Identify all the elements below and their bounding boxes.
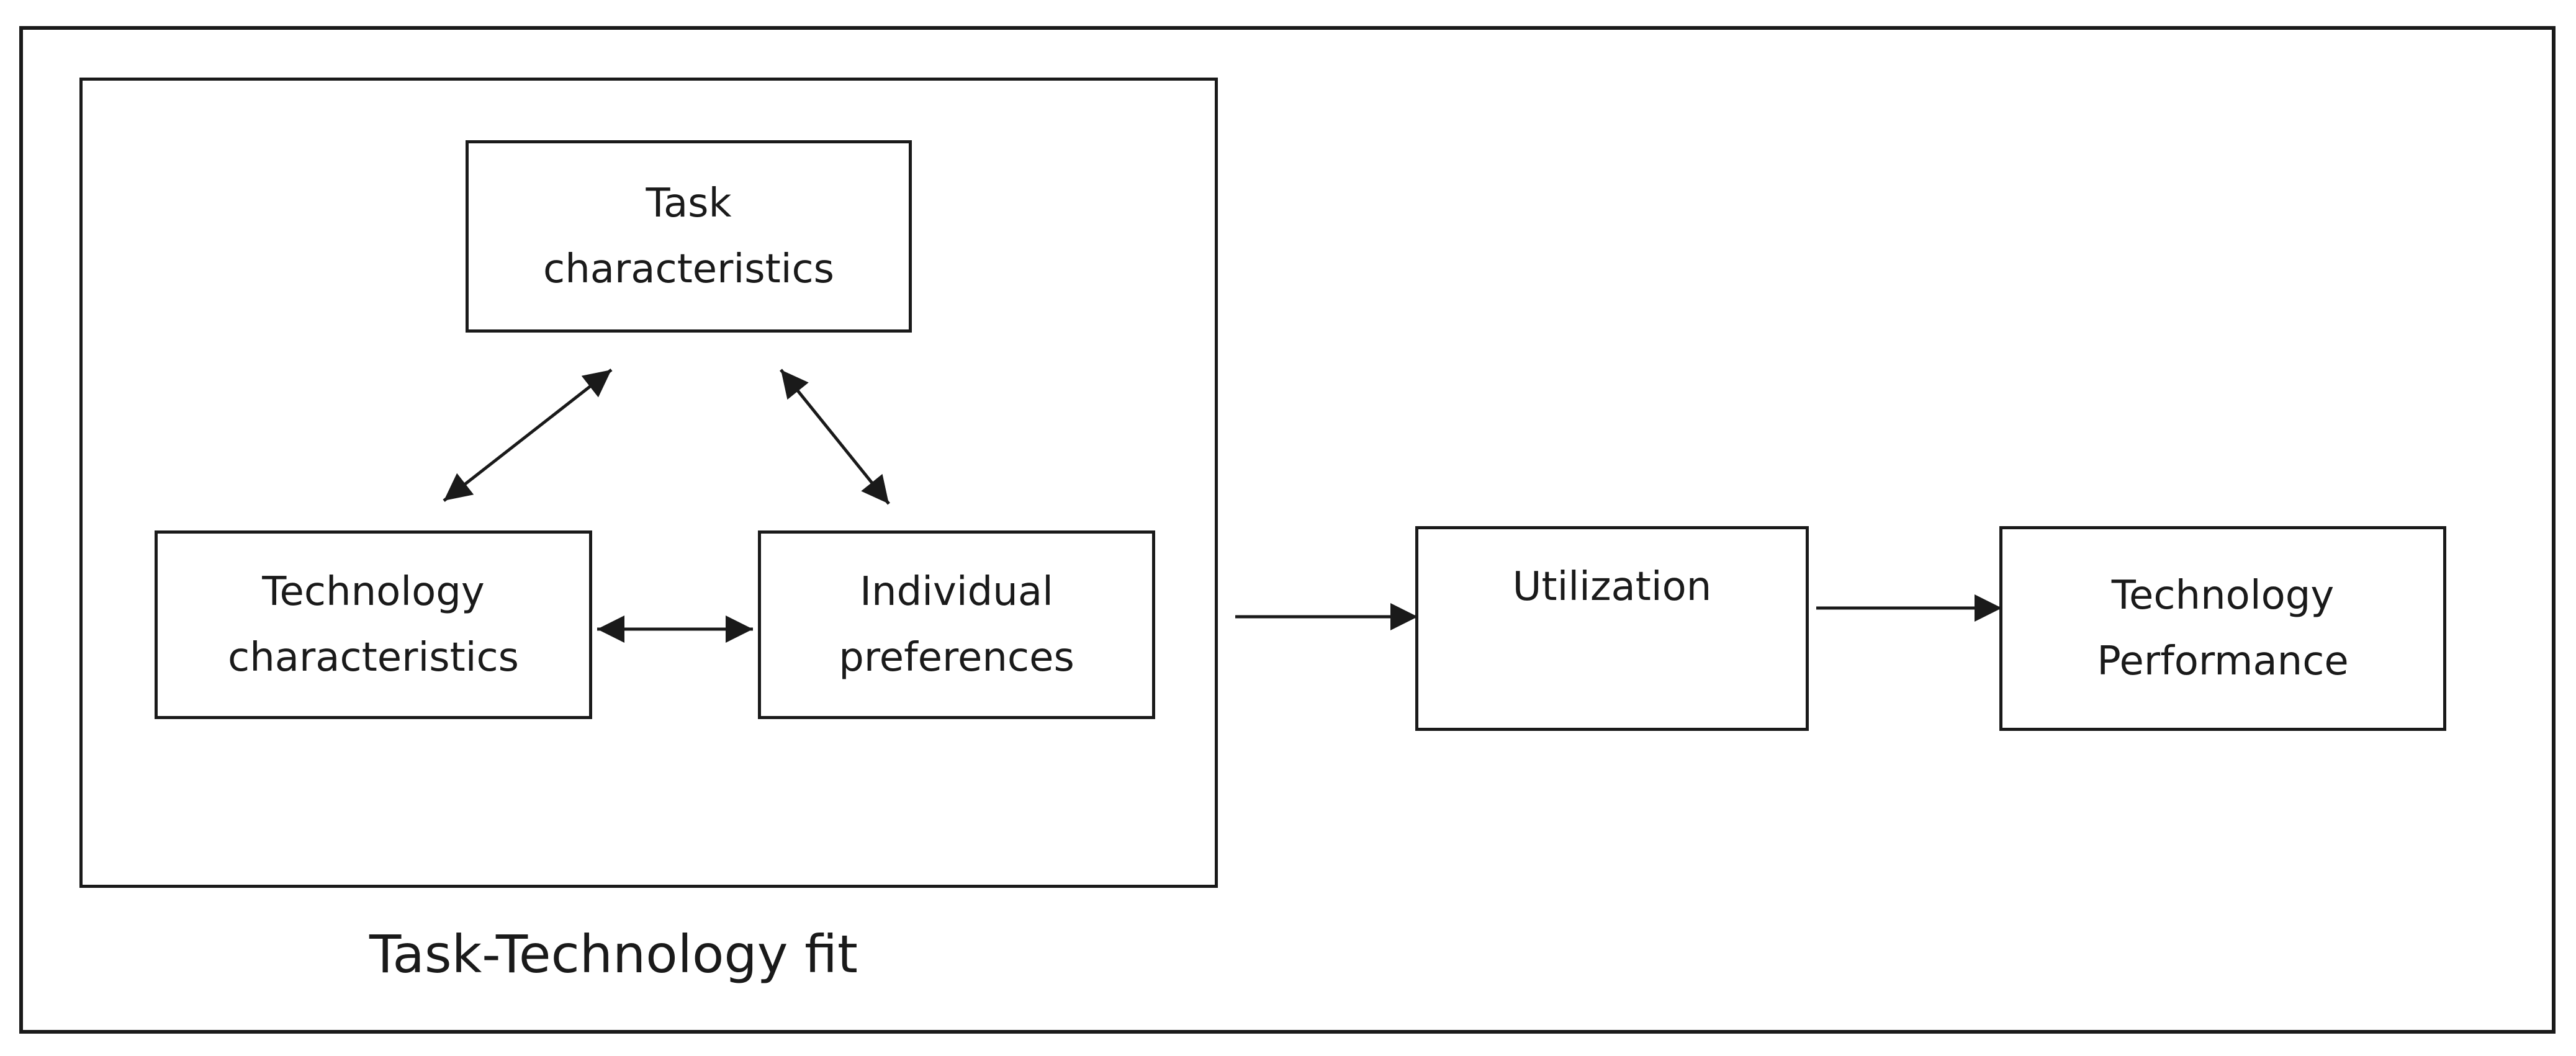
- technology-characteristics-node: Technology characteristics: [155, 530, 592, 719]
- task-characteristics-node: Task characteristics: [466, 140, 912, 333]
- task-characteristics-label: Task characteristics: [543, 181, 834, 292]
- individual-preferences-label: Individual preferences: [839, 569, 1074, 681]
- task-technology-fit-label: Task-Technology fit: [369, 924, 858, 985]
- individual-preferences-node: Individual preferences: [758, 530, 1155, 719]
- utilization-label: Utilization: [1512, 564, 1712, 610]
- technology-performance-node: Technology Performance: [1999, 526, 2446, 731]
- technology-performance-label: Technology Performance: [2097, 573, 2349, 684]
- utilization-node: Utilization: [1415, 526, 1809, 731]
- task-technology-fit-group: [79, 78, 1218, 888]
- outer-frame: [19, 26, 2556, 1034]
- technology-characteristics-label: Technology characteristics: [228, 569, 519, 681]
